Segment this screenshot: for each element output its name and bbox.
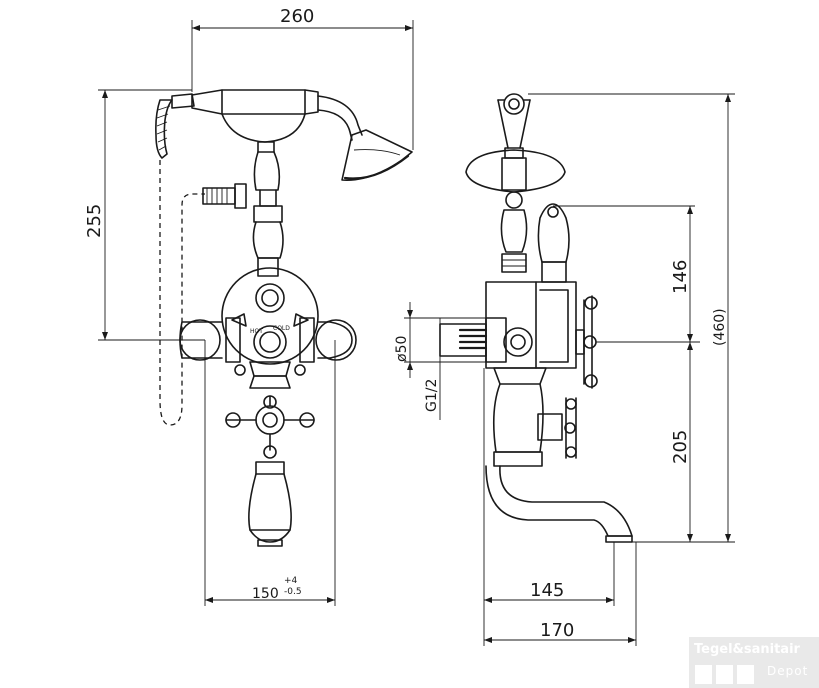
tile-icon (716, 665, 733, 684)
dim-170: 170 (484, 542, 637, 646)
tile-icon-2 (737, 665, 754, 684)
dim-145-label: 145 (530, 580, 564, 601)
drop-icon (695, 665, 712, 684)
side-view (439, 93, 633, 543)
dim-150-tol-minus: -0.5 (284, 587, 302, 597)
brand-sub: Depot (767, 664, 809, 678)
dim-205: 205 (632, 342, 735, 543)
dim-460: (460) (528, 93, 735, 542)
dim-205-label: 205 (670, 430, 691, 464)
dim-146-label: 146 (670, 260, 691, 294)
dim-150-label: 150 (252, 586, 279, 602)
dim-255: 255 (84, 89, 205, 341)
dim-thread-label: G1/2 (424, 379, 440, 412)
dim-255-label: 255 (84, 204, 105, 238)
front-view: HOT COLD (155, 89, 413, 547)
brand-name: Tegel&sanitair (694, 642, 800, 657)
dim-145: 145 (483, 368, 615, 646)
dim-260-label: 260 (280, 6, 314, 27)
dim-150-tol-plus: +4 (284, 576, 298, 586)
brand-logo: Tegel&sanitair Depot (689, 637, 819, 688)
dim-146: 146 (553, 205, 700, 343)
hot-label: HOT (250, 328, 263, 335)
dim-260: 260 (191, 6, 414, 150)
dim-thread: G1/2 (424, 317, 446, 420)
cold-label: COLD (273, 325, 290, 332)
dim-460-label: (460) (712, 308, 728, 346)
dim-170-label: 170 (540, 620, 574, 641)
dim-diameter-label: ø50 (394, 336, 410, 362)
dim-150: 150 +4 -0.5 (204, 340, 336, 606)
